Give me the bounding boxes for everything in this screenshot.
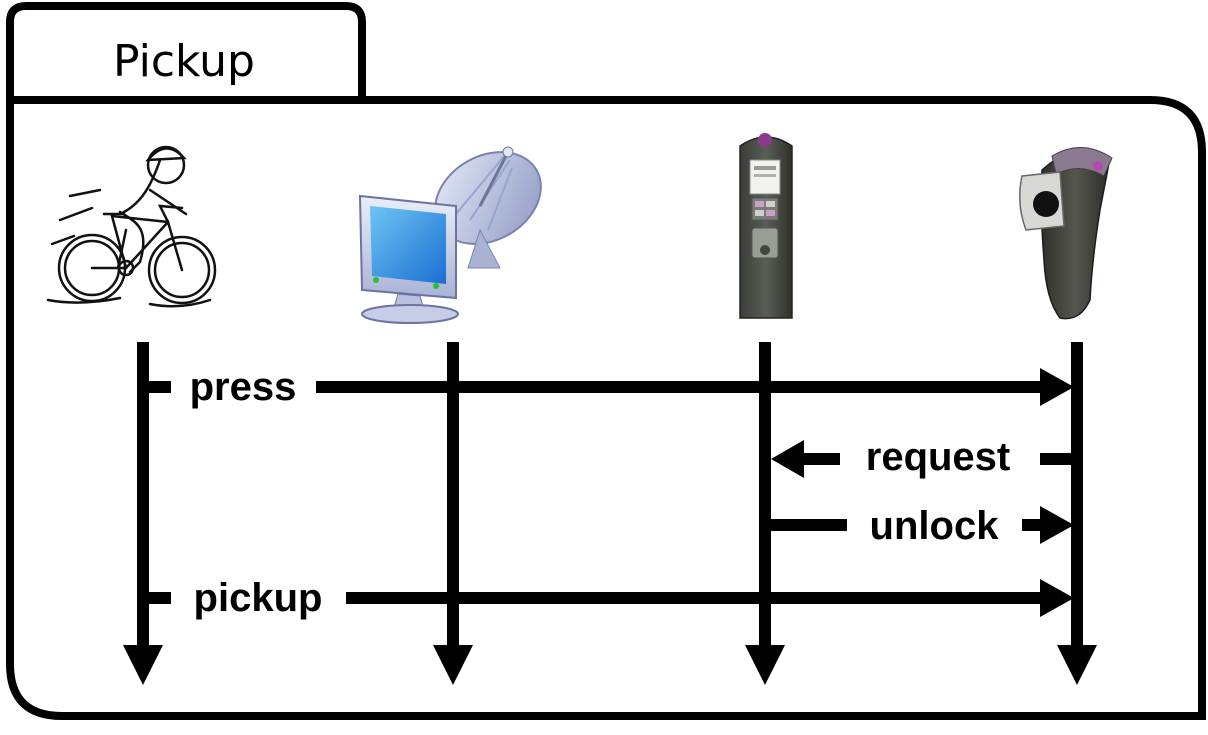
message-request-label: request [866,435,1011,479]
message-pickup: pickup [149,576,1074,620]
message-unlock-segment-left [771,519,847,531]
lifeline-arrowhead-kiosk [745,645,785,685]
frame-tab [6,2,366,100]
kiosk-terminal-icon [739,133,793,319]
message-request-segment-left [802,453,840,465]
message-request: request [771,435,1071,479]
message-pickup-label: pickup [194,576,323,620]
message-request-segment-right [1040,453,1071,465]
message-pickup-arrowhead [1040,579,1074,617]
message-press-label: press [190,365,297,409]
message-unlock-arrowhead [1040,506,1074,544]
frame-title: Pickup [113,36,255,87]
frame-border [6,96,1206,720]
cyclist-icon [46,145,217,308]
message-unlock-segment-right [1022,519,1042,531]
message-press-segment-left [149,381,171,393]
lifeline-arrowhead-cyclist [123,645,163,685]
frame: Pickup [6,2,1206,720]
lifeline-arrowhead-lock [1057,645,1097,685]
message-pickup-segment-left [149,592,171,604]
lifeline-arrowhead-server [433,645,473,685]
message-request-arrowhead [771,440,804,478]
message-pickup-segment-right [346,592,1042,604]
message-press: press [149,365,1074,409]
message-press-segment-right [316,381,1042,393]
lifeline-arrowheads [123,645,1097,685]
message-unlock-label: unlock [870,504,1000,548]
bike-lock-icon [1019,147,1113,320]
message-press-arrowhead [1040,368,1074,406]
message-unlock: unlock [771,504,1074,548]
computer-satellite-icon [358,146,542,324]
